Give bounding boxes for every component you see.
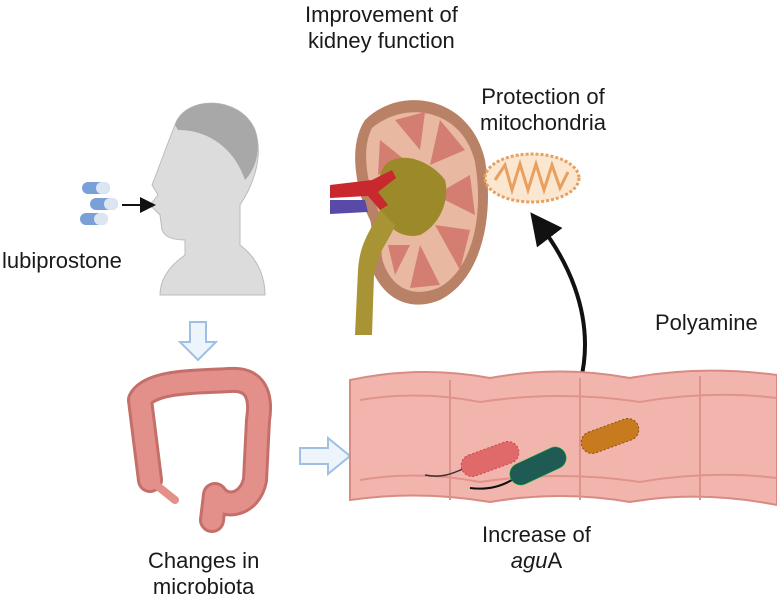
bacterium-red-icon bbox=[424, 441, 520, 477]
right-arrow-icon bbox=[299, 435, 352, 477]
bacterium-orange-icon bbox=[580, 418, 640, 454]
kidney-label-line1: Improvement of bbox=[305, 2, 458, 27]
agua-label-line2: aguA bbox=[482, 548, 591, 574]
mito-label-line1: Protection of bbox=[481, 84, 605, 109]
agua-gene-suffix: A bbox=[547, 548, 563, 573]
human-head-icon bbox=[149, 102, 266, 296]
colon-icon bbox=[127, 366, 272, 533]
polyamine-label: Polyamine bbox=[655, 310, 758, 335]
kidney-label-line2: kidney function bbox=[308, 28, 455, 53]
down-arrow-icon bbox=[177, 321, 219, 362]
agua-label: Increase of aguA bbox=[482, 522, 591, 574]
mitochondria-icon bbox=[483, 152, 581, 204]
pills-icon bbox=[80, 182, 118, 225]
bacterium-green-icon bbox=[469, 446, 567, 490]
agua-gene-name: agu bbox=[510, 548, 548, 573]
kidney-function-label: Improvement of kidney function bbox=[305, 2, 458, 54]
drug-label: lubiprostone bbox=[2, 248, 122, 273]
microbiota-label: Changes in microbiota bbox=[148, 548, 259, 600]
kidney-icon bbox=[330, 100, 488, 335]
mito-label-line2: mitochondria bbox=[480, 110, 606, 135]
microbiota-label-line2: microbiota bbox=[152, 574, 255, 599]
mitochondria-label: Protection of mitochondria bbox=[480, 84, 606, 136]
intestine-icon bbox=[349, 369, 777, 507]
agua-label-line1: Increase of bbox=[482, 522, 591, 547]
microbiota-label-line1: Changes in bbox=[148, 548, 260, 573]
